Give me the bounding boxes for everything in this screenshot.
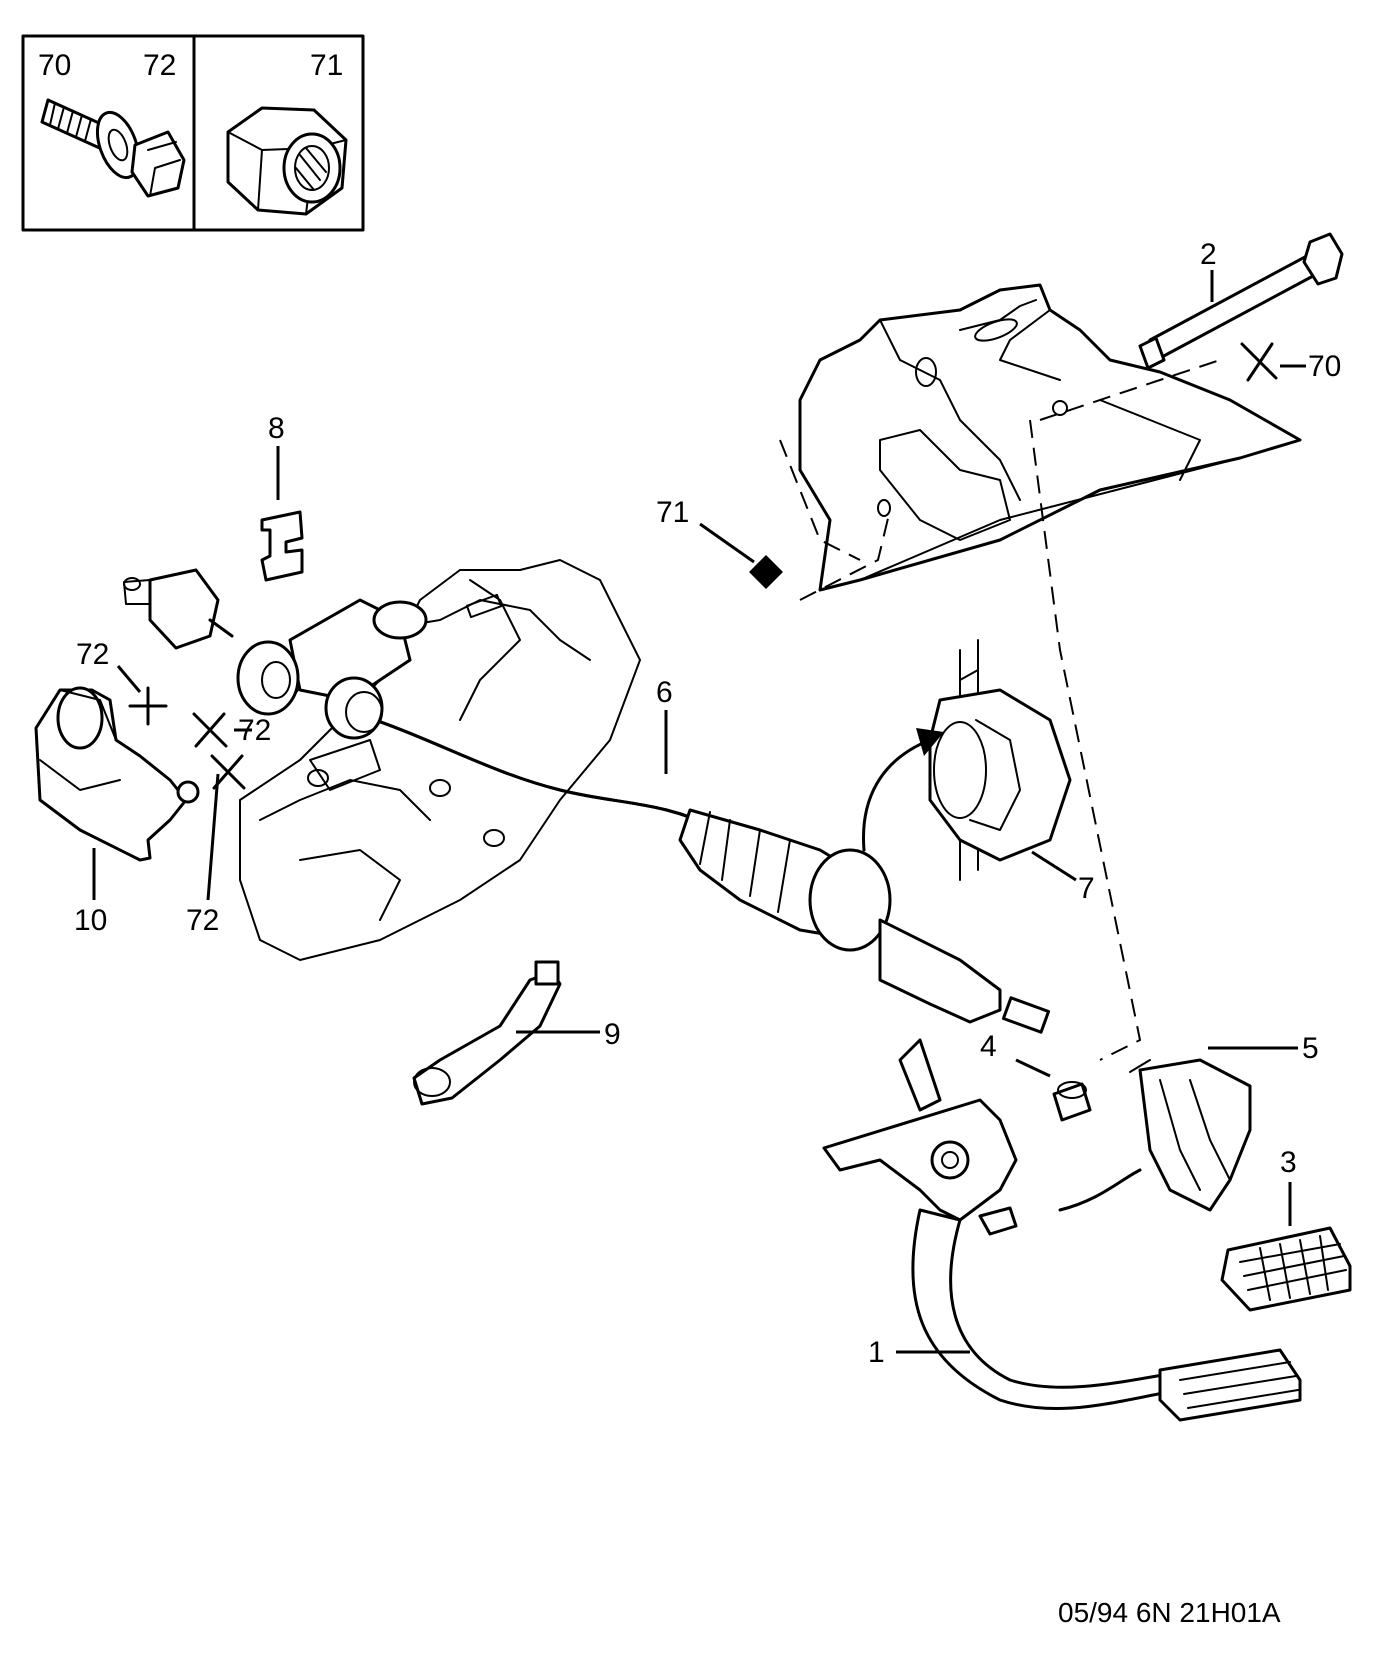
callout-8: 8: [268, 412, 285, 445]
inset-label-72: 72: [143, 49, 176, 82]
part-5-spring-clip: [1129, 1058, 1252, 1212]
gearbox-housing: [239, 559, 641, 961]
callout-9: 9: [604, 1018, 621, 1051]
leader-lines: [92, 270, 1306, 1354]
part-70-cross-marker: [1240, 342, 1278, 382]
callout-71: 71: [656, 496, 689, 529]
assembly-arrow-head: [916, 728, 944, 756]
part-10-heat-shield: [34, 686, 200, 862]
assembly-dashed-lines: [779, 359, 1221, 1061]
assembly-arrow: [862, 738, 932, 852]
callout-10: 10: [74, 904, 107, 937]
part-8-clip: [260, 510, 304, 582]
part-2-pivot-bolt: [1138, 232, 1344, 370]
callout-72-top: 72: [76, 638, 109, 671]
callout-1: 1: [868, 1336, 885, 1369]
callout-6: 6: [656, 676, 673, 709]
pedal-bracket-housing: [798, 283, 1302, 592]
callout-2: 2: [1200, 238, 1217, 271]
callout-4: 4: [980, 1030, 997, 1063]
callout-70: 70: [1308, 350, 1341, 383]
callout-72-mid: 72: [238, 714, 271, 747]
callout-3: 3: [1280, 1146, 1297, 1179]
part-71-nut-marker: [749, 555, 783, 589]
diagram-reference-code: 05/94 6N 21H01A: [1058, 1597, 1281, 1628]
selector-arm: [236, 598, 428, 716]
inset-label-70: 70: [38, 49, 71, 82]
callout-7: 7: [1078, 872, 1095, 905]
bolt-washer-icon: [40, 98, 186, 198]
fastener-legend-inset: 70 72 71: [21, 34, 365, 232]
callout-labels: 2 70 71 8 6 7 9 4 5 3 1 10 72 72 72: [74, 238, 1341, 1369]
callout-5: 5: [1302, 1032, 1319, 1065]
callout-72-bottom: 72: [186, 904, 219, 937]
part-4-bushing: [1052, 1081, 1092, 1122]
spring-clip-arrow: [1058, 1168, 1142, 1212]
inset-label-71: 71: [310, 49, 343, 82]
part-6-clutch-cable: [324, 676, 1051, 1034]
part-3-pedal-pad: [1220, 1226, 1352, 1312]
part-7-grommet: [928, 639, 1072, 881]
part-9-lever: [412, 960, 562, 1106]
nut-icon: [226, 106, 348, 216]
ball-socket-end: [123, 568, 234, 650]
